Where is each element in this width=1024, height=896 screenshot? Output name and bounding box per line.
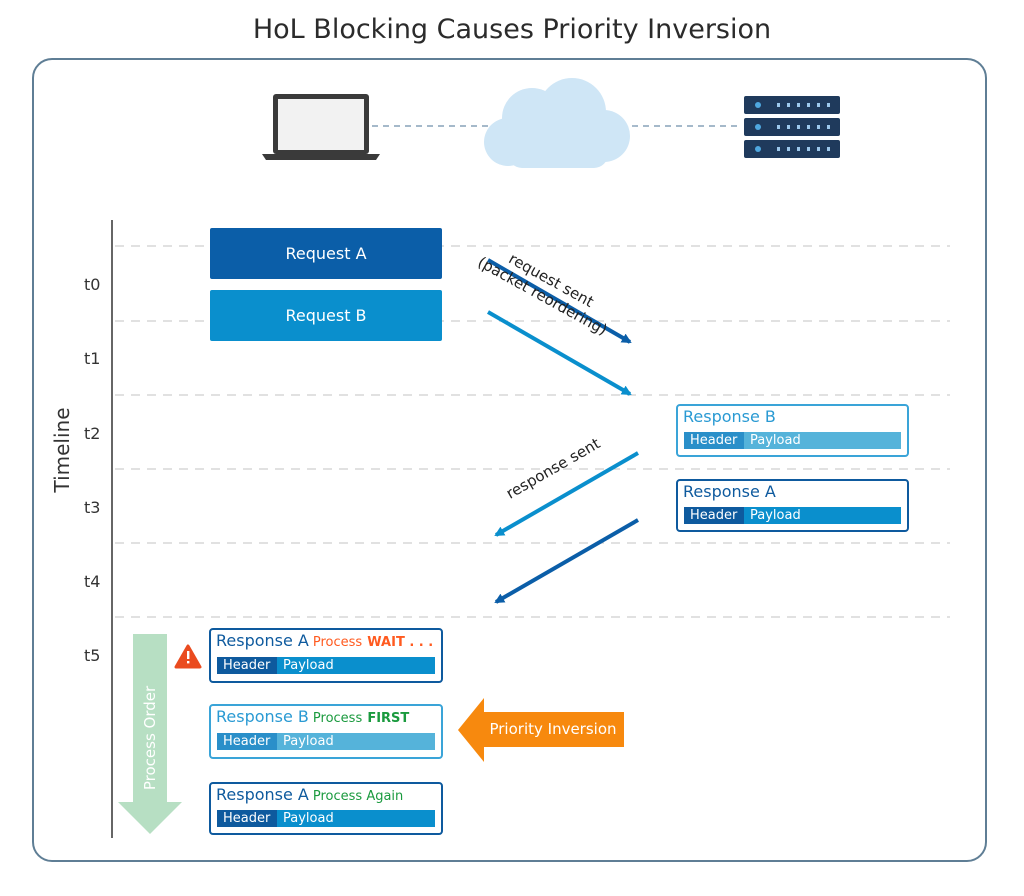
server-response-b: Response B Header Payload	[676, 404, 909, 457]
payload-label: Payload	[277, 733, 435, 750]
time-separators	[115, 245, 950, 618]
request-b-box: Request B	[210, 290, 442, 341]
server-response-a: Response A Header Payload	[676, 479, 909, 532]
process-response-a-wait-bar: Header Payload	[217, 657, 435, 674]
tick-t2: t2	[84, 424, 101, 443]
tick-t4: t4	[84, 572, 101, 591]
server-response-a-title: Response A	[683, 482, 776, 501]
payload-label: Payload	[277, 810, 435, 827]
payload-label: Payload	[744, 432, 901, 449]
process-word: Process	[312, 711, 363, 726]
header-label: Header	[684, 507, 744, 524]
response-a-arrow	[494, 518, 640, 604]
tick-t0: t0	[84, 275, 101, 294]
tick-t1: t1	[84, 349, 101, 368]
process-response-b-first-bar: Header Payload	[217, 733, 435, 750]
server-icon	[744, 96, 840, 158]
priority-inversion-label: Priority Inversion	[489, 720, 617, 738]
payload-label: Payload	[744, 507, 901, 524]
network-icons	[262, 78, 840, 168]
request-b-arrow	[486, 310, 632, 396]
warning-icon	[174, 644, 202, 669]
diagram-title: HoL Blocking Causes Priority Inversion	[252, 14, 772, 45]
server-response-b-bar: Header Payload	[684, 432, 901, 449]
timeline-axis-label: Timeline	[50, 407, 74, 493]
process-status-first: FIRST	[367, 711, 410, 726]
cloud-icon	[484, 78, 630, 168]
response-b-arrow	[494, 451, 640, 537]
process-order-arrow	[118, 634, 182, 834]
request-a-arrow	[486, 258, 632, 344]
laptop-icon	[262, 94, 380, 160]
process-again-label: Process Again	[312, 789, 404, 804]
request-a-box: Request A	[210, 228, 442, 279]
tick-t3: t3	[84, 498, 101, 517]
process-status-wait: WAIT . . .	[367, 635, 434, 650]
header-label: Header	[217, 657, 277, 674]
tick-t5: t5	[84, 646, 101, 665]
header-label: Header	[684, 432, 744, 449]
payload-label: Payload	[277, 657, 435, 674]
server-response-b-title: Response B	[683, 407, 776, 426]
process-order-label: Process Order	[141, 685, 159, 791]
server-response-a-bar: Header Payload	[684, 507, 901, 524]
header-label: Header	[217, 733, 277, 750]
diagram-frame	[32, 58, 987, 862]
header-label: Header	[217, 810, 277, 827]
process-response-a-again-bar: Header Payload	[217, 810, 435, 827]
process-word: Process	[312, 635, 363, 650]
priority-inversion-arrow	[458, 698, 624, 762]
